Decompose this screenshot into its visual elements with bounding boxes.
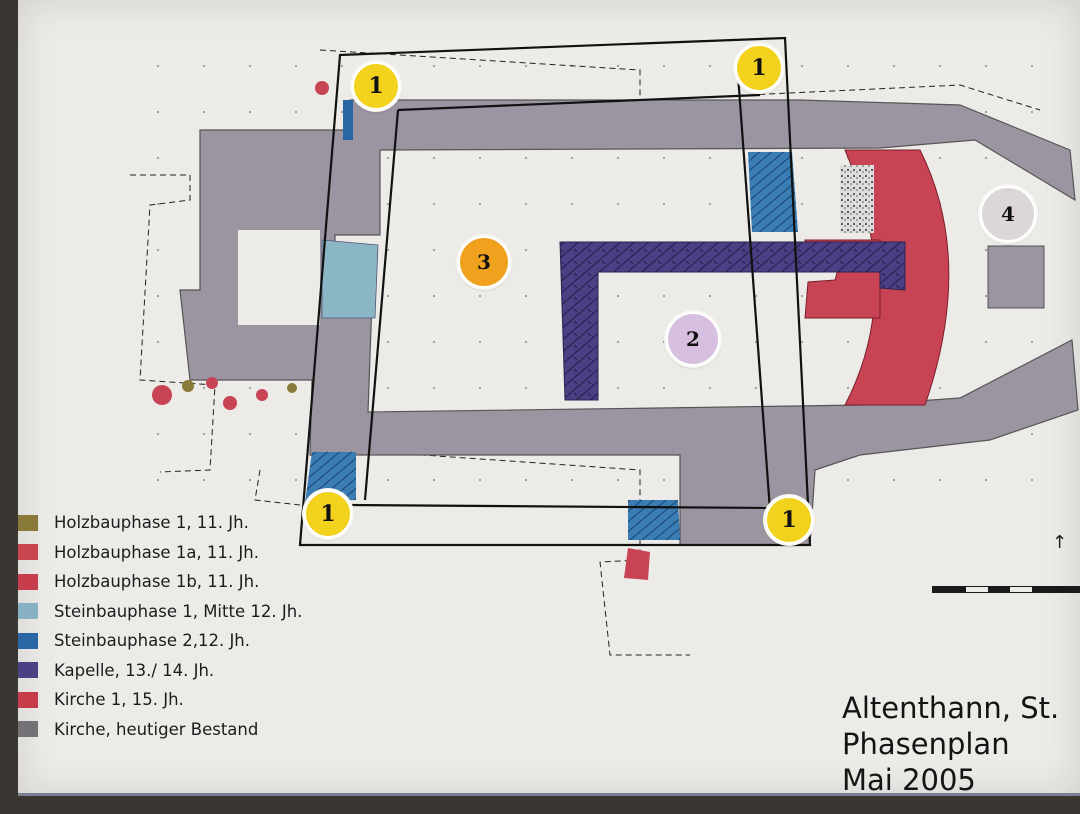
legend-label: Holzbauphase 1, 11. Jh.: [54, 513, 249, 533]
east-square-structure: [987, 245, 1045, 309]
legend-swatch: [18, 603, 38, 620]
legend-swatch: [18, 662, 38, 679]
title-line-plan-type: Phasenplan: [842, 727, 1010, 761]
tower-void: [238, 230, 320, 325]
marker-3[interactable]: 3: [458, 236, 510, 288]
marker-1-southeast[interactable]: 1: [765, 496, 813, 544]
speckled-fill: [840, 165, 874, 233]
stone-phase2-south: [628, 500, 680, 540]
legend-item: Kirche, heutiger Bestand: [18, 715, 378, 745]
marker-1-northwest[interactable]: 1: [352, 62, 400, 110]
legend-label: Holzbauphase 1a, 11. Jh.: [54, 542, 259, 562]
legend-swatch: [18, 573, 38, 590]
legend-label: Kirche 1, 15. Jh.: [54, 690, 184, 710]
stone-phase1-block: [321, 239, 379, 319]
legend-swatch: [18, 691, 38, 708]
legend-item: Holzbauphase 1b, 11. Jh.: [18, 567, 378, 597]
title-line-date: Mai 2005: [842, 763, 976, 797]
legend-label: Steinbauphase 2,12. Jh.: [54, 631, 251, 651]
phase-legend: Holzbauphase 1, 11. Jh. Holzbauphase 1a,…: [18, 508, 378, 744]
plan-title: Altenthann, St. Phasenplan Mai 2005: [842, 690, 1080, 798]
legend-swatch: [18, 514, 38, 531]
stone-phase2-wall: [343, 100, 353, 140]
legend-swatch: [18, 544, 38, 561]
legend-item: Holzbauphase 1a, 11. Jh.: [18, 538, 378, 568]
legend-item: Steinbauphase 2,12. Jh.: [18, 626, 378, 656]
marker-1-northeast[interactable]: 1: [735, 44, 783, 92]
marker-4[interactable]: 4: [980, 186, 1036, 242]
legend-label: Kirche, heutiger Bestand: [54, 719, 259, 739]
marker-2[interactable]: 2: [666, 312, 720, 366]
legend-item: Steinbauphase 1, Mitte 12. Jh.: [18, 597, 378, 627]
scale-bar: [932, 586, 1080, 593]
post-holes: [152, 81, 650, 580]
marker-1-southwest[interactable]: 1: [304, 490, 352, 538]
legend-label: Steinbauphase 1, Mitte 12. Jh.: [54, 601, 303, 621]
survey-frame-lines: [298, 36, 812, 547]
paper-bottom-edge: [18, 793, 1080, 796]
legend-label: Kapelle, 13./ 14. Jh.: [54, 660, 215, 680]
chapel-walls: [559, 241, 906, 401]
legend-swatch: [18, 632, 38, 649]
stone-phase2-southwest: [305, 452, 356, 502]
legend-swatch: [18, 721, 38, 738]
title-line-site: Altenthann, St.: [842, 691, 1060, 725]
legend-item: Kirche 1, 15. Jh.: [18, 685, 378, 715]
legend-item: Holzbauphase 1, 11. Jh.: [18, 508, 378, 538]
legend-item: Kapelle, 13./ 14. Jh.: [18, 656, 378, 686]
north-arrow-icon: ↑: [1052, 532, 1068, 553]
stone-phase2-north: [748, 152, 798, 232]
legend-label: Holzbauphase 1b, 11. Jh.: [54, 572, 260, 592]
